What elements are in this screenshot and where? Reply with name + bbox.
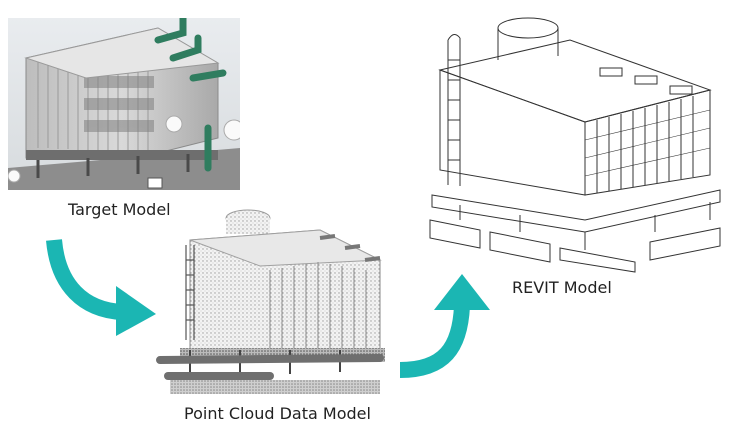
point-cloud-model-image [156,209,385,394]
point-cloud-model-label: Point Cloud Data Model [184,404,371,423]
target-model-photo [8,18,240,190]
revit-model-drawing [429,17,721,273]
revit-model-label: REVIT Model [512,278,612,297]
target-model-label: Target Model [68,200,171,219]
arrow-target-to-point-cloud [46,239,156,336]
arrow-point-cloud-to-revit [399,274,490,378]
